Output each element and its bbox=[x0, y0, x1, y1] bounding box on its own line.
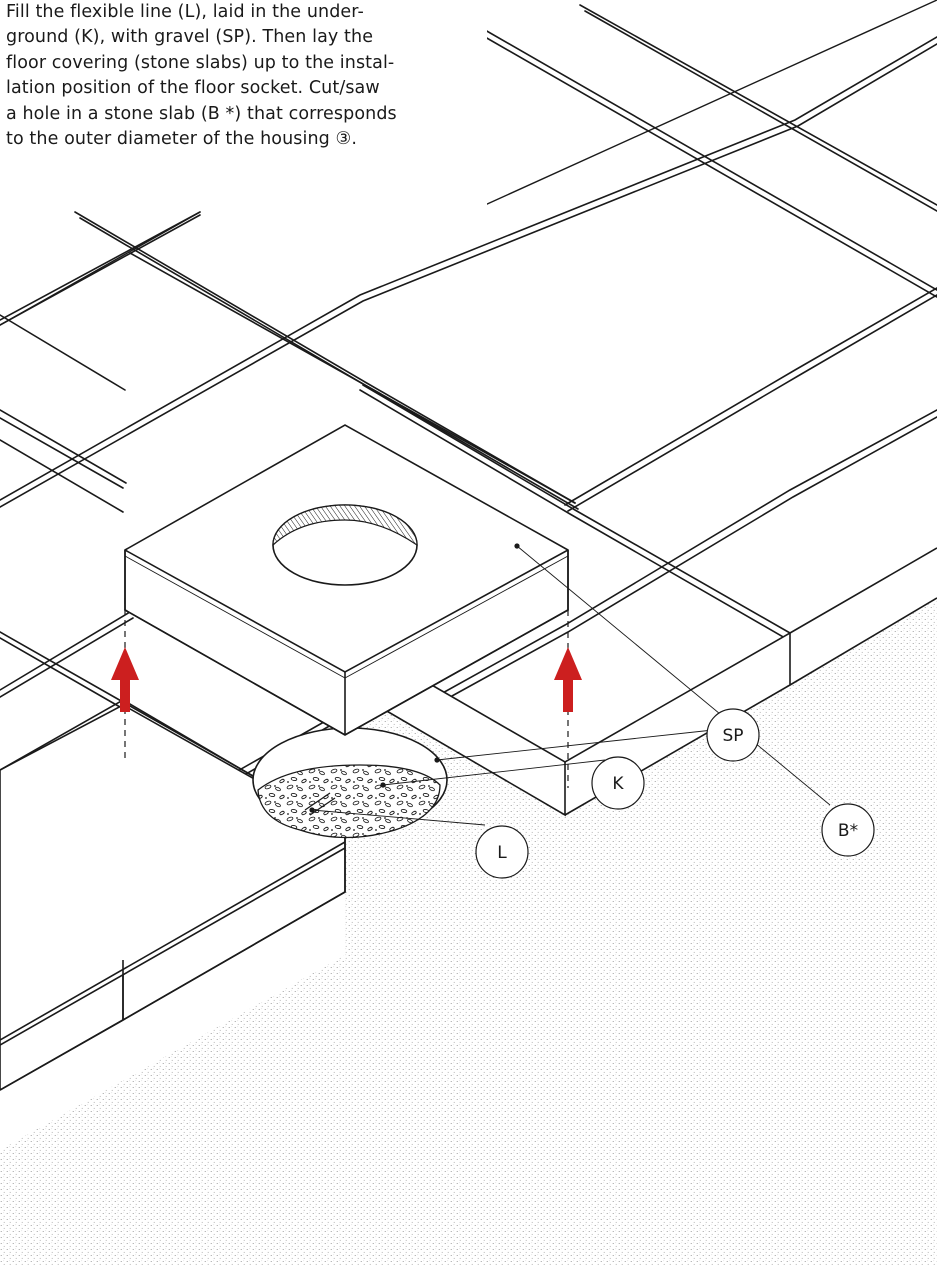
callout-l-label: L bbox=[497, 843, 507, 863]
callout-l: L bbox=[475, 825, 529, 879]
leader-lines bbox=[311, 545, 831, 826]
arrow-up-icon bbox=[111, 647, 139, 712]
leader-dots bbox=[309, 543, 520, 813]
stone-slab-b bbox=[124, 424, 569, 736]
arrow-up-icon bbox=[554, 647, 582, 712]
tiled-floor bbox=[0, 0, 937, 913]
instruction-backdrop bbox=[0, 0, 487, 208]
callout-sp-label: SP bbox=[722, 726, 743, 746]
gravel-fill bbox=[257, 764, 441, 839]
callout-b-star-label: B* bbox=[838, 821, 858, 841]
callout-b-star: B* bbox=[821, 803, 875, 857]
callout-k-label: K bbox=[612, 774, 624, 794]
callout-sp: SP bbox=[706, 708, 760, 762]
callout-k: K bbox=[591, 756, 645, 810]
ground-area bbox=[0, 597, 937, 1265]
trench-hole bbox=[252, 727, 448, 839]
flexible-line bbox=[304, 792, 336, 816]
instruction-text: Fill the flexible line (L), laid in the … bbox=[6, 2, 397, 150]
